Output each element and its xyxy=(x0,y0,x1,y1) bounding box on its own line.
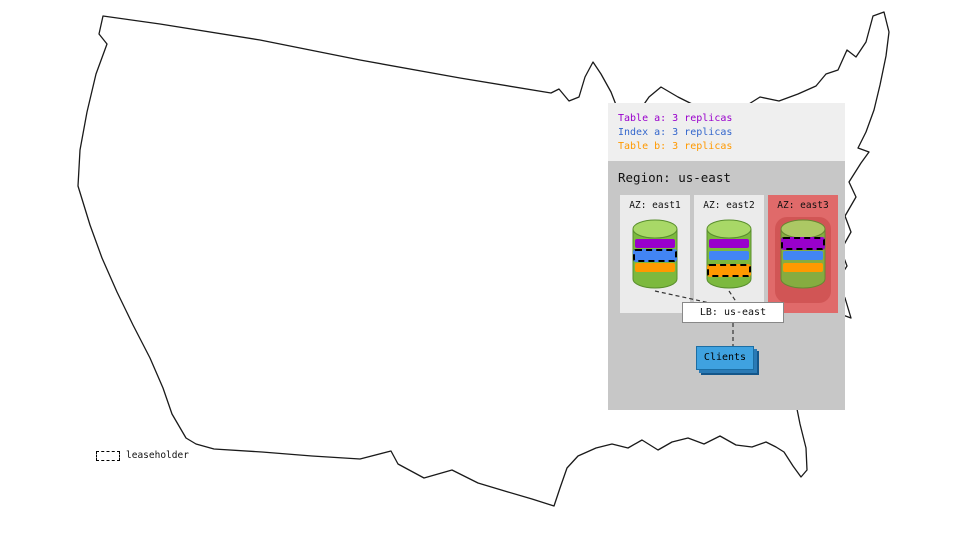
table-b-leaseholder-bar xyxy=(707,264,751,277)
index-a-replica-bar xyxy=(709,251,749,260)
leaseholder-legend: leaseholder xyxy=(96,450,189,461)
replica-legend: Table a: 3 replicas Index a: 3 replicas … xyxy=(608,103,845,161)
index-a-replica-bar xyxy=(783,251,823,260)
table-a-leaseholder-bar xyxy=(781,237,825,250)
legend-table-b: Table b: 3 replicas xyxy=(618,141,733,152)
table-b-replica-bar xyxy=(783,263,823,272)
legend-index-a: Index a: 3 replicas xyxy=(618,127,733,138)
az-east3-failed: AZ: east3 xyxy=(768,195,838,313)
table-a-replica-bar xyxy=(635,239,675,248)
az-row: AZ: east1 AZ: east2 xyxy=(620,195,838,313)
az-east2: AZ: east2 xyxy=(694,195,764,313)
legend-table-a: Table a: 3 replicas xyxy=(618,113,733,124)
az-east3-label: AZ: east3 xyxy=(777,200,829,211)
region-title: Region: us-east xyxy=(618,170,731,185)
table-b-replica-bar xyxy=(635,263,675,272)
az-east1: AZ: east1 xyxy=(620,195,690,313)
table-a-replica-bar xyxy=(709,239,749,248)
region-us-east: Region: us-east AZ: east1 AZ: east2 xyxy=(608,161,845,410)
clients-box: Clients xyxy=(696,346,754,370)
leaseholder-swatch-icon xyxy=(96,450,120,461)
az-east2-label: AZ: east2 xyxy=(703,200,755,211)
leaseholder-legend-label: leaseholder xyxy=(126,450,189,461)
load-balancer-box: LB: us-east xyxy=(682,302,784,323)
az-east1-label: AZ: east1 xyxy=(629,200,681,211)
index-a-leaseholder-bar xyxy=(633,249,677,262)
